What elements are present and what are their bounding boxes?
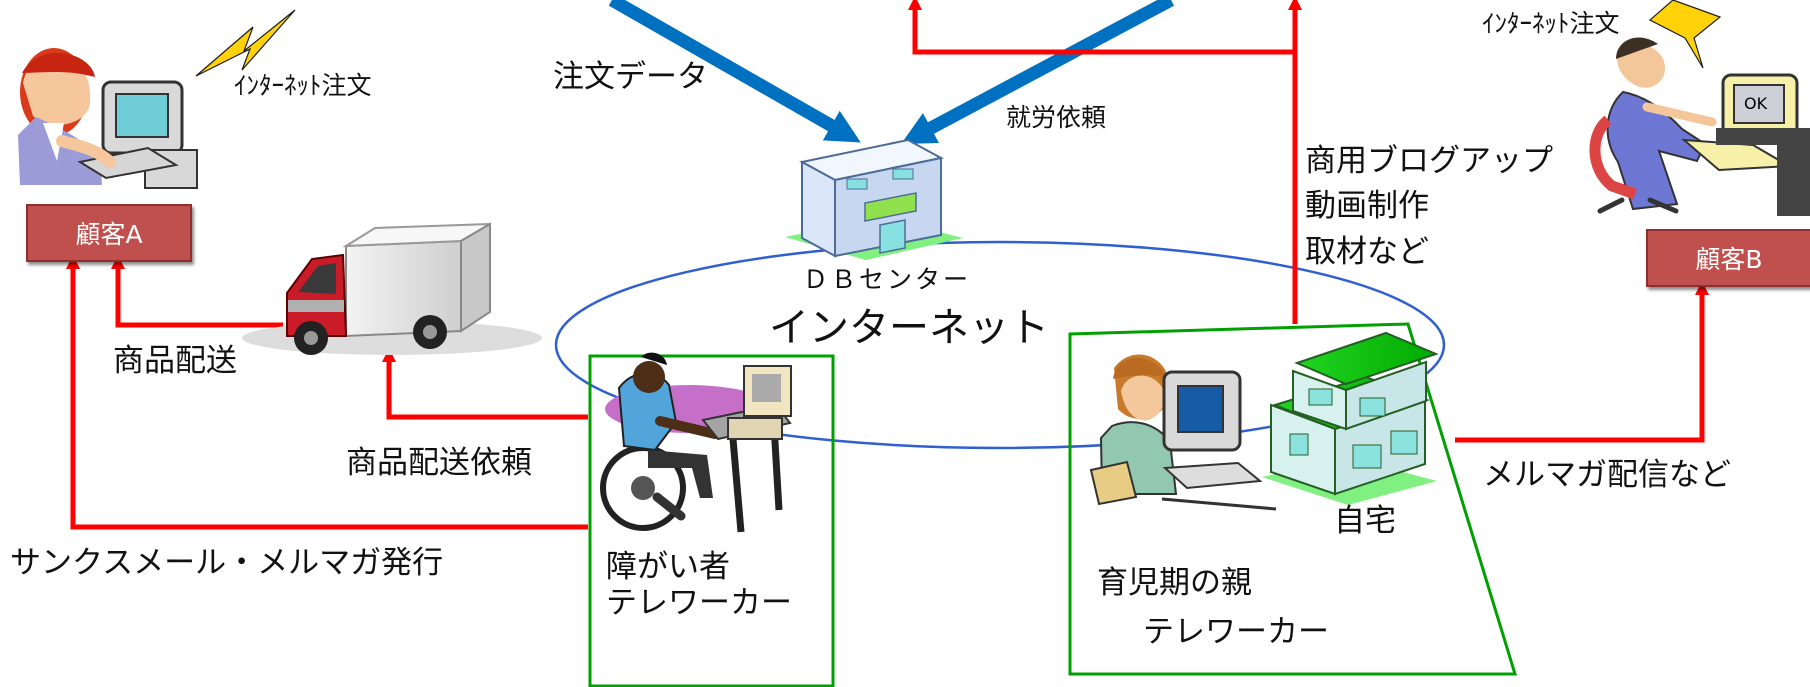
work-request-arrow (901, 0, 1175, 144)
woman-computer-icon (18, 48, 198, 189)
order-data-label: 注文データ (553, 59, 708, 95)
parent-teleworker-line-1: 育児期の親 (1097, 565, 1252, 601)
delivery-to-customer-a-arrow (111, 255, 283, 328)
order-data-arrow (608, 0, 861, 143)
customer-b-internet-order: ｲﾝﾀｰﾈｯﾄ注文 (1482, 9, 1620, 38)
commercial-service-1: 商用ブログアップ (1305, 143, 1553, 179)
delivery-truck-icon (242, 222, 542, 355)
customer-a-label: 顧客A (26, 204, 192, 262)
customer-b-label: 顧客B (1646, 229, 1810, 287)
newsletter-arrow (1455, 281, 1709, 443)
delivery-request-arrow (382, 348, 588, 420)
customer-a-internet-order: ｲﾝﾀｰﾈｯﾄ注文 (234, 71, 372, 100)
internet-label: インターネット (769, 305, 1049, 351)
work-request-label: 就労依頼 (1006, 103, 1107, 132)
parent-teleworker-line-2: テレワーカー (1143, 614, 1329, 650)
commercial-service-3: 取材など (1305, 234, 1429, 270)
disabled-teleworker-label: 障がい者 テレワーカー (606, 549, 792, 621)
product-delivery-label: 商品配送 (113, 343, 237, 379)
thanks-mail-label: サンクスメール・メルマガ発行 (10, 545, 444, 581)
internet-ellipse (554, 240, 1446, 450)
newsletter-delivery-label: メルマガ配信など (1483, 457, 1731, 493)
home-worker-icon (1089, 354, 1277, 511)
thanks-mail-arrow (66, 255, 588, 530)
db-building-icon (785, 138, 963, 260)
disabled-teleworker-frame (588, 354, 835, 687)
parent-teleworker-frame (1068, 322, 1518, 676)
commercial-services-top-arrow (908, 0, 1295, 55)
lightning-icon (195, 9, 296, 77)
product-delivery-request-label: 商品配送依頼 (346, 445, 532, 481)
lightning-icon (1648, 0, 1722, 69)
man-computer-icon: OK (1589, 37, 1810, 216)
wheelchair-worker-icon (600, 352, 792, 533)
commercial-service-2: 動画制作 (1305, 188, 1429, 224)
home-label: 自宅 (1334, 503, 1396, 539)
house-icon (1262, 331, 1439, 505)
db-center-label: ＤＢセンター (803, 265, 972, 294)
svg-text:OK: OK (1744, 94, 1768, 113)
